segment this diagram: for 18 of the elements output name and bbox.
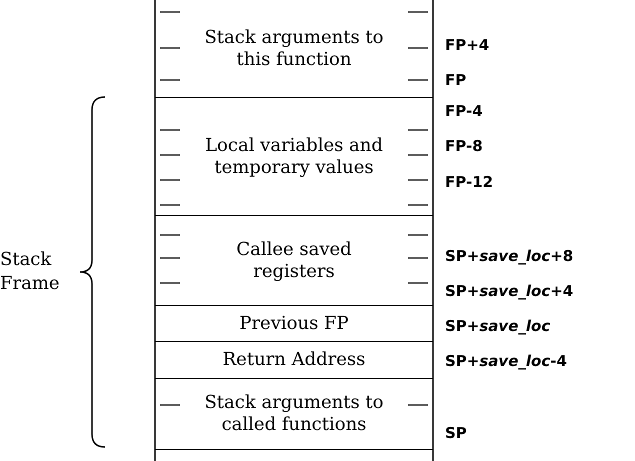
address-offset: FP-12 — [445, 173, 494, 191]
address-offset: FP+4 — [445, 36, 490, 54]
address-offset: FP — [445, 71, 466, 89]
address-offset: SP — [445, 424, 467, 442]
address-offset: SP+save_loc-4 — [445, 352, 567, 370]
address-offset: SP+save_loc — [445, 317, 550, 335]
slot-label: Stack arguments to this function — [203, 26, 385, 70]
address-offset: FP-8 — [445, 137, 483, 155]
slot-label: Callee saved registers — [235, 238, 353, 282]
bracket-label: Stack Frame — [0, 248, 61, 296]
address-offset: SP+save_loc+4 — [445, 282, 574, 300]
address-offset: SP+save_loc+8 — [445, 247, 574, 265]
slot-label: Local variables and temporary values — [204, 134, 384, 178]
slot-label: Previous FP — [238, 312, 350, 334]
slot-label: Return Address — [222, 349, 366, 371]
slot-label: Stack arguments to called functions — [203, 392, 385, 436]
stack-slot — [155, 378, 433, 450]
address-offset: FP-4 — [445, 102, 483, 120]
